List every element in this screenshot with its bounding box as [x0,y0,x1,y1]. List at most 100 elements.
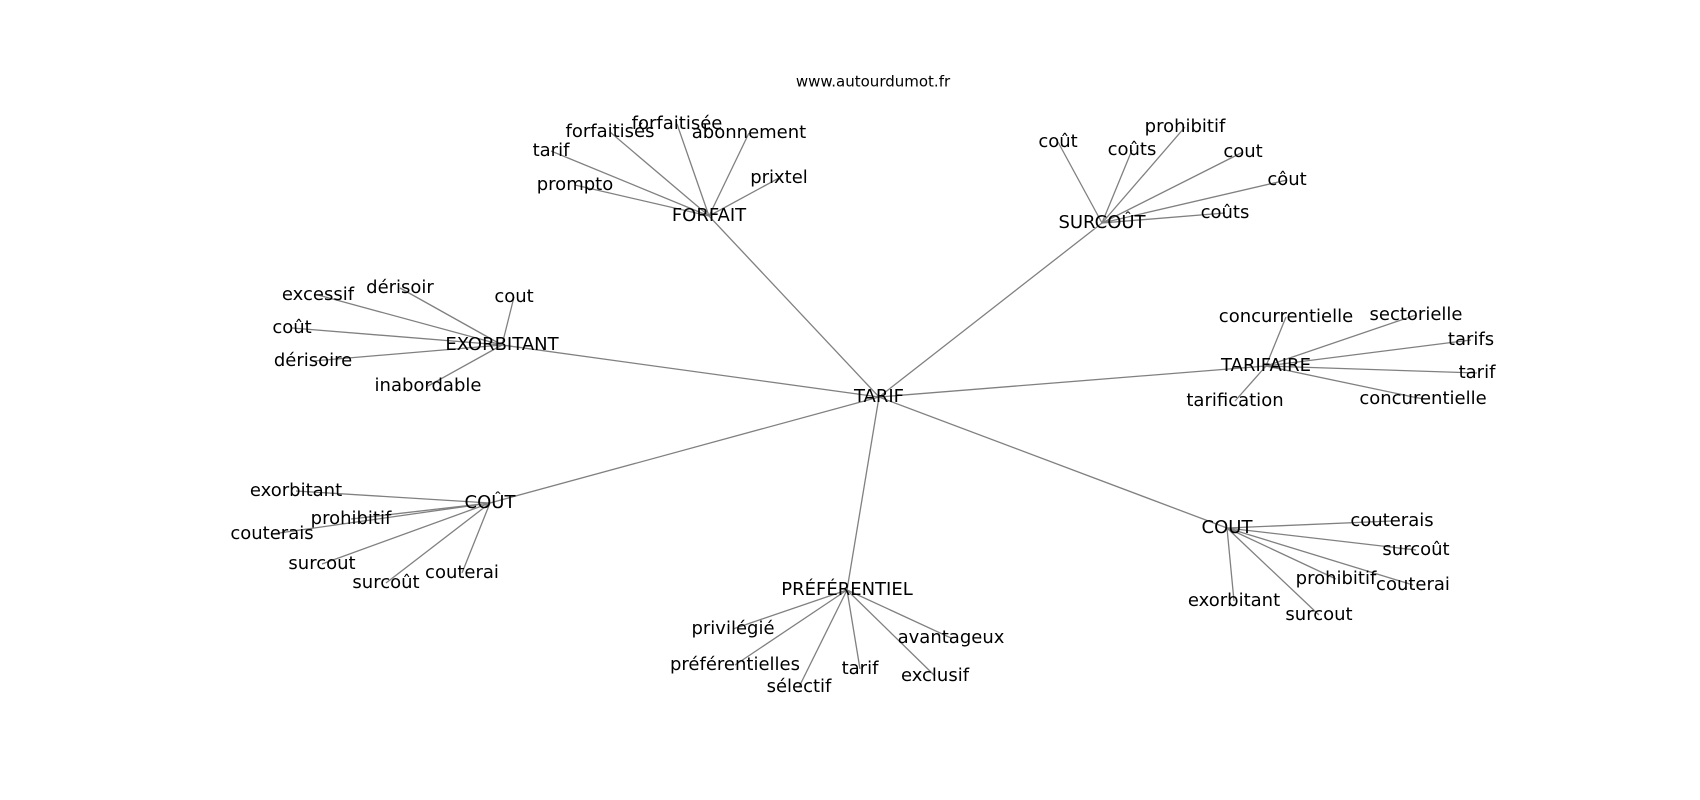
edge-cout-5 [1226,527,1320,616]
hub-node-forfait: FORFAIT [672,205,747,226]
leaf-node-exorbitant-5: inabordable [375,375,482,396]
hub-node-cout: COUT [1202,517,1254,538]
leaf-node-preferentiel-5: exclusif [901,665,970,686]
edge-tarifaire-5 [1265,365,1424,400]
leaf-node-cout-accent-3: surcout [288,553,355,574]
leaf-node-forfait-0: forfaitisée [632,113,723,134]
leaf-node-surcout-accent-2: coûts [1108,139,1157,160]
edge-cout-3 [1226,527,1414,586]
leaf-node-tarifaire-4: tarification [1186,390,1283,411]
edge-cout-2 [1226,527,1337,580]
edge-cout-1 [1226,527,1417,551]
edge-cout-4 [1226,527,1235,602]
edge-tarifaire-2 [1265,339,1472,367]
edge-preferentiel-3 [846,589,861,670]
leaf-node-tarifaire-5: concurentielle [1359,388,1486,409]
leaf-node-cout-accent-4: surcoût [352,572,419,593]
edge-center-surcout-accent [878,222,1103,398]
leaf-node-cout-5: surcout [1285,604,1352,625]
edge-center-tarifaire [878,365,1267,398]
edge-cout-accent-3 [321,502,491,565]
center-node: TARIF [853,386,904,407]
leaf-node-cout-accent-5: couterai [425,562,499,583]
leaf-node-tarifaire-2: tarifs [1448,329,1494,350]
edge-preferentiel-5 [846,589,936,677]
edge-preferentiel-2 [798,589,848,688]
edge-preferentiel-0 [732,589,848,630]
edge-forfait-5 [574,184,710,217]
hub-node-tarifaire: TARIFAIRE [1220,355,1311,376]
edge-surcout-accent-5 [1101,212,1226,224]
graph-labels: www.autourdumot.fr forfaitiséeforfaitisé… [230,73,1496,698]
leaf-node-forfait-3: tarif [533,140,570,161]
edge-tarifaire-1 [1265,314,1417,367]
edge-center-cout-accent [489,396,880,504]
leaf-node-cout-4: exorbitant [1188,590,1280,611]
edge-center-cout [878,396,1228,529]
leaf-node-cout-accent-2: couterais [230,523,313,544]
leaf-node-forfait-5: prompto [537,174,613,195]
edge-tarifaire-4 [1234,365,1267,402]
edge-surcout-accent-2 [1101,149,1133,224]
leaf-node-cout-accent-0: exorbitant [250,480,342,501]
hub-node-cout-accent: COÛT [465,491,517,513]
hub-node-surcout-accent: SURCOÛT [1058,211,1146,233]
edge-center-forfait [708,215,880,398]
edge-exorbitant-0 [317,294,503,346]
edge-exorbitant-2 [501,296,515,346]
leaf-node-surcout-accent-0: coût [1038,131,1077,152]
edge-forfait-2 [708,132,750,217]
leaf-node-cout-1: surcoût [1382,539,1449,560]
edge-cout-0 [1226,520,1393,529]
leaf-node-surcout-accent-4: côut [1267,169,1306,190]
leaf-node-exorbitant-1: dérisoir [366,277,434,298]
leaf-node-tarifaire-1: sectorielle [1370,304,1463,325]
leaf-node-preferentiel-3: tarif [842,658,879,679]
leaf-node-surcout-accent-1: prohibitif [1145,116,1226,137]
edge-surcout-accent-0 [1057,141,1103,224]
leaf-node-exorbitant-0: excessif [282,284,355,305]
edge-center-preferentiel [846,396,880,591]
edge-cout-accent-2 [271,502,491,535]
edge-preferentiel-4 [846,589,952,639]
leaf-node-preferentiel-2: sélectif [767,676,832,697]
edge-forfait-1 [609,131,710,217]
edge-exorbitant-3 [291,327,503,346]
leaf-node-preferentiel-1: préférentielles [670,654,800,675]
leaf-node-exorbitant-3: coût [272,317,311,338]
graph-edges [271,123,1478,688]
edge-tarifaire-0 [1265,316,1287,367]
edge-exorbitant-4 [312,344,503,362]
edge-cout-accent-5 [461,502,491,574]
leaf-node-exorbitant-2: cout [494,286,533,307]
edge-preferentiel-1 [734,589,848,666]
leaf-node-preferentiel-0: privilégié [691,618,774,639]
edge-center-exorbitant [501,344,880,398]
edge-surcout-accent-1 [1101,126,1186,224]
edge-forfait-0 [676,123,710,217]
edge-surcout-accent-4 [1101,179,1288,224]
edge-forfait-3 [550,150,710,217]
source-url: www.autourdumot.fr [796,73,951,91]
leaf-node-forfait-1: forfaitisés [565,121,654,142]
leaf-node-cout-0: couterais [1350,510,1433,531]
leaf-node-surcout-accent-5: coûts [1201,202,1250,223]
hub-node-preferentiel: PRÉFÉRENTIEL [781,578,913,600]
leaf-node-exorbitant-4: dérisoire [274,350,352,371]
leaf-node-tarifaire-3: tarif [1459,362,1496,383]
leaf-node-forfait-2: abonnement [692,122,806,143]
leaf-node-preferentiel-4: avantageux [898,627,1005,648]
edge-exorbitant-1 [399,287,503,346]
leaf-node-cout-2: prohibitif [1296,568,1377,589]
edge-surcout-accent-3 [1101,151,1244,224]
hub-node-exorbitant: EXORBITANT [445,334,559,355]
leaf-node-tarifaire-0: concurrentielle [1219,306,1353,327]
leaf-node-forfait-4: prixtel [750,167,808,188]
edge-exorbitant-5 [427,344,503,387]
leaf-node-cout-accent-1: prohibitif [311,508,392,529]
edge-forfait-4 [708,177,780,217]
leaf-node-cout-3: couterai [1376,574,1450,595]
edge-cout-accent-0 [295,490,491,504]
edge-cout-accent-4 [385,502,491,584]
